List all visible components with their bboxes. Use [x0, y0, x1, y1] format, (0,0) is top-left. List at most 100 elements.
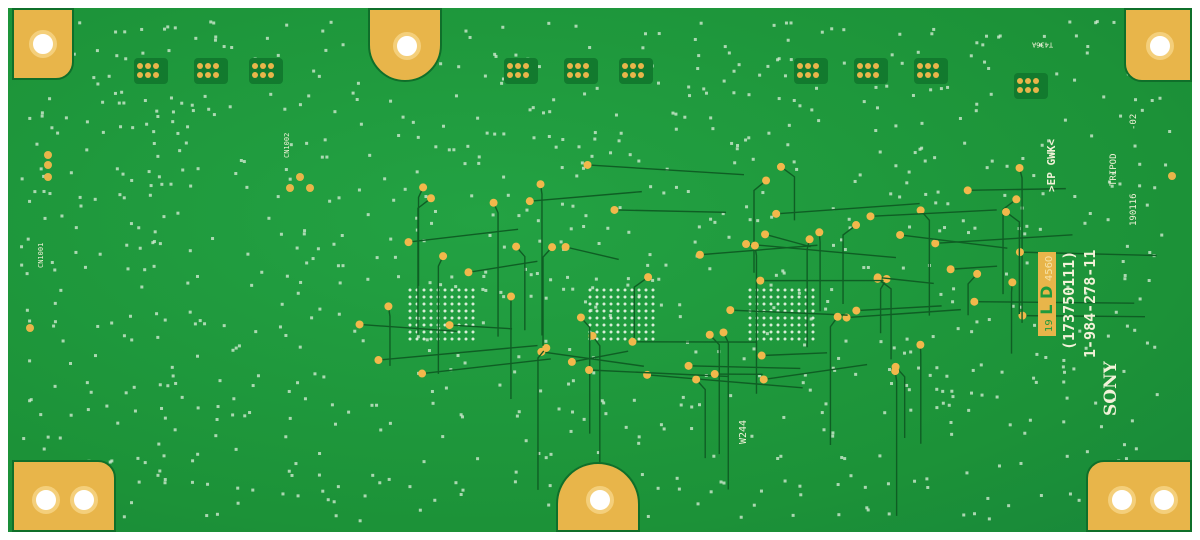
via — [920, 146, 924, 150]
via — [101, 100, 105, 104]
via — [898, 32, 902, 36]
via — [529, 273, 533, 277]
via — [766, 64, 770, 68]
via — [92, 76, 96, 80]
via — [975, 102, 979, 106]
solder-pad — [507, 72, 513, 78]
via — [141, 51, 145, 55]
via — [1033, 323, 1037, 327]
via — [171, 120, 175, 124]
via — [317, 74, 321, 78]
via — [544, 296, 548, 300]
via — [920, 121, 924, 125]
via — [542, 111, 546, 115]
bga-via — [616, 295, 620, 299]
via — [439, 62, 443, 66]
via — [950, 389, 954, 393]
via — [962, 513, 966, 517]
bga-via — [630, 302, 634, 306]
solder-pad — [153, 63, 159, 69]
trace — [421, 358, 551, 375]
trace — [587, 164, 744, 176]
via — [83, 265, 87, 269]
via — [786, 38, 790, 42]
via — [943, 226, 947, 230]
via — [163, 481, 167, 485]
bga-via — [748, 295, 752, 299]
via — [422, 460, 426, 464]
via — [678, 315, 682, 319]
via — [1040, 143, 1044, 147]
trace — [763, 363, 868, 381]
solder-pad — [213, 72, 219, 78]
via — [193, 322, 197, 326]
via — [457, 65, 461, 69]
via — [69, 171, 73, 175]
via — [411, 120, 415, 124]
via — [782, 271, 786, 275]
via — [332, 242, 336, 246]
via — [809, 317, 813, 321]
via — [1062, 420, 1066, 424]
bga-via — [464, 330, 468, 334]
via — [283, 107, 287, 111]
via — [454, 481, 458, 485]
via — [1140, 108, 1144, 112]
bga-via — [644, 323, 648, 327]
via — [687, 85, 691, 89]
bga-via — [783, 316, 787, 320]
via — [130, 338, 134, 342]
via — [166, 384, 170, 388]
via — [53, 384, 57, 388]
via — [709, 217, 713, 221]
via — [787, 123, 791, 127]
via — [1072, 367, 1076, 371]
via — [732, 91, 736, 95]
via — [898, 195, 902, 199]
via — [967, 231, 971, 235]
solder-pad — [515, 63, 521, 69]
via — [791, 513, 795, 517]
via — [245, 185, 249, 189]
component-footprint — [564, 58, 598, 84]
bga-via — [797, 316, 801, 320]
test-pad — [805, 235, 814, 244]
via — [997, 35, 1001, 39]
via — [494, 54, 498, 58]
via — [86, 408, 90, 412]
via — [975, 320, 979, 324]
via — [157, 175, 161, 179]
via — [397, 134, 401, 138]
via — [767, 131, 771, 135]
via — [28, 319, 32, 323]
bga-via — [623, 309, 627, 313]
revision: -02 — [1129, 113, 1139, 130]
via — [879, 340, 883, 344]
via — [781, 269, 785, 273]
via — [515, 414, 519, 418]
via — [388, 421, 392, 425]
via — [296, 291, 300, 295]
via — [232, 397, 236, 401]
test-pad — [439, 252, 448, 261]
bga-via — [595, 316, 599, 320]
via — [1073, 194, 1077, 198]
via — [986, 496, 990, 500]
via — [983, 60, 987, 64]
via — [548, 484, 552, 488]
via — [913, 479, 917, 483]
via — [961, 219, 965, 223]
via — [215, 512, 219, 516]
via — [769, 283, 773, 287]
via — [830, 288, 834, 292]
via — [628, 153, 632, 157]
trace — [417, 187, 424, 286]
via — [285, 23, 289, 27]
via — [803, 373, 807, 377]
via — [759, 489, 763, 493]
trace — [894, 370, 898, 516]
via — [979, 363, 983, 367]
via — [951, 395, 955, 399]
solder-pad — [575, 63, 581, 69]
